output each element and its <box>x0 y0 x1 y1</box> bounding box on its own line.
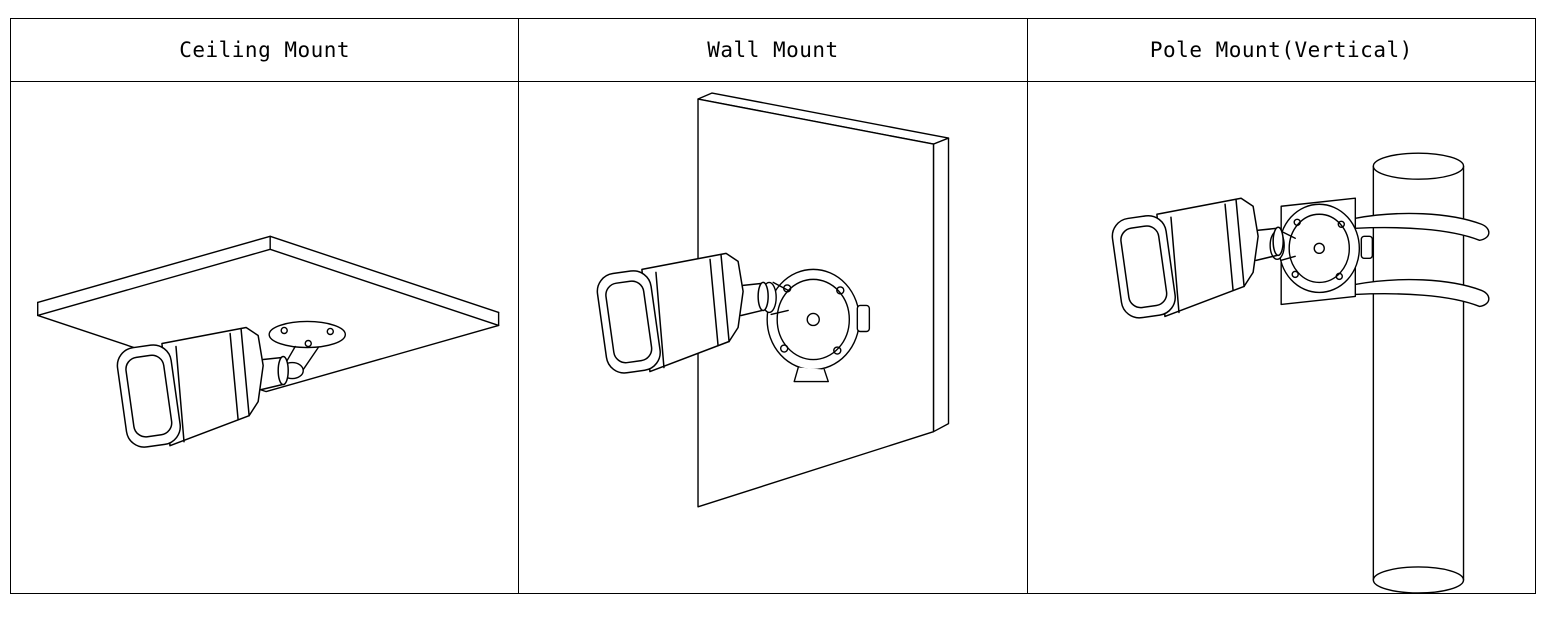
column-header-ceiling-mount: Ceiling Mount <box>9 18 520 82</box>
mount-options-table: Ceiling Mount Wall Mount Pole Mount(Vert… <box>9 18 1537 594</box>
ceiling-mount-illustration <box>37 235 500 451</box>
ceiling-board <box>37 235 500 393</box>
column-header-wall-mount: Wall Mount <box>518 18 1028 82</box>
wall-mount-cell <box>518 81 1028 594</box>
pole-mount-illustration <box>1108 152 1490 593</box>
table-body <box>9 81 1537 594</box>
illustration-row <box>9 81 1537 594</box>
pole-straps <box>1354 212 1490 308</box>
junction-box <box>1278 203 1373 294</box>
column-header-pole-mount: Pole Mount(Vertical) <box>1026 18 1537 82</box>
ceiling-mount-cell <box>9 81 520 594</box>
header-row: Ceiling Mount Wall Mount Pole Mount(Vert… <box>9 18 1537 82</box>
wall-mount-illustration <box>594 92 950 508</box>
junction-box <box>766 268 871 383</box>
pole <box>1372 152 1464 593</box>
table-header: Ceiling Mount Wall Mount Pole Mount(Vert… <box>9 18 1537 82</box>
pole-mount-cell <box>1026 81 1537 594</box>
camera-drawing <box>1108 197 1284 321</box>
